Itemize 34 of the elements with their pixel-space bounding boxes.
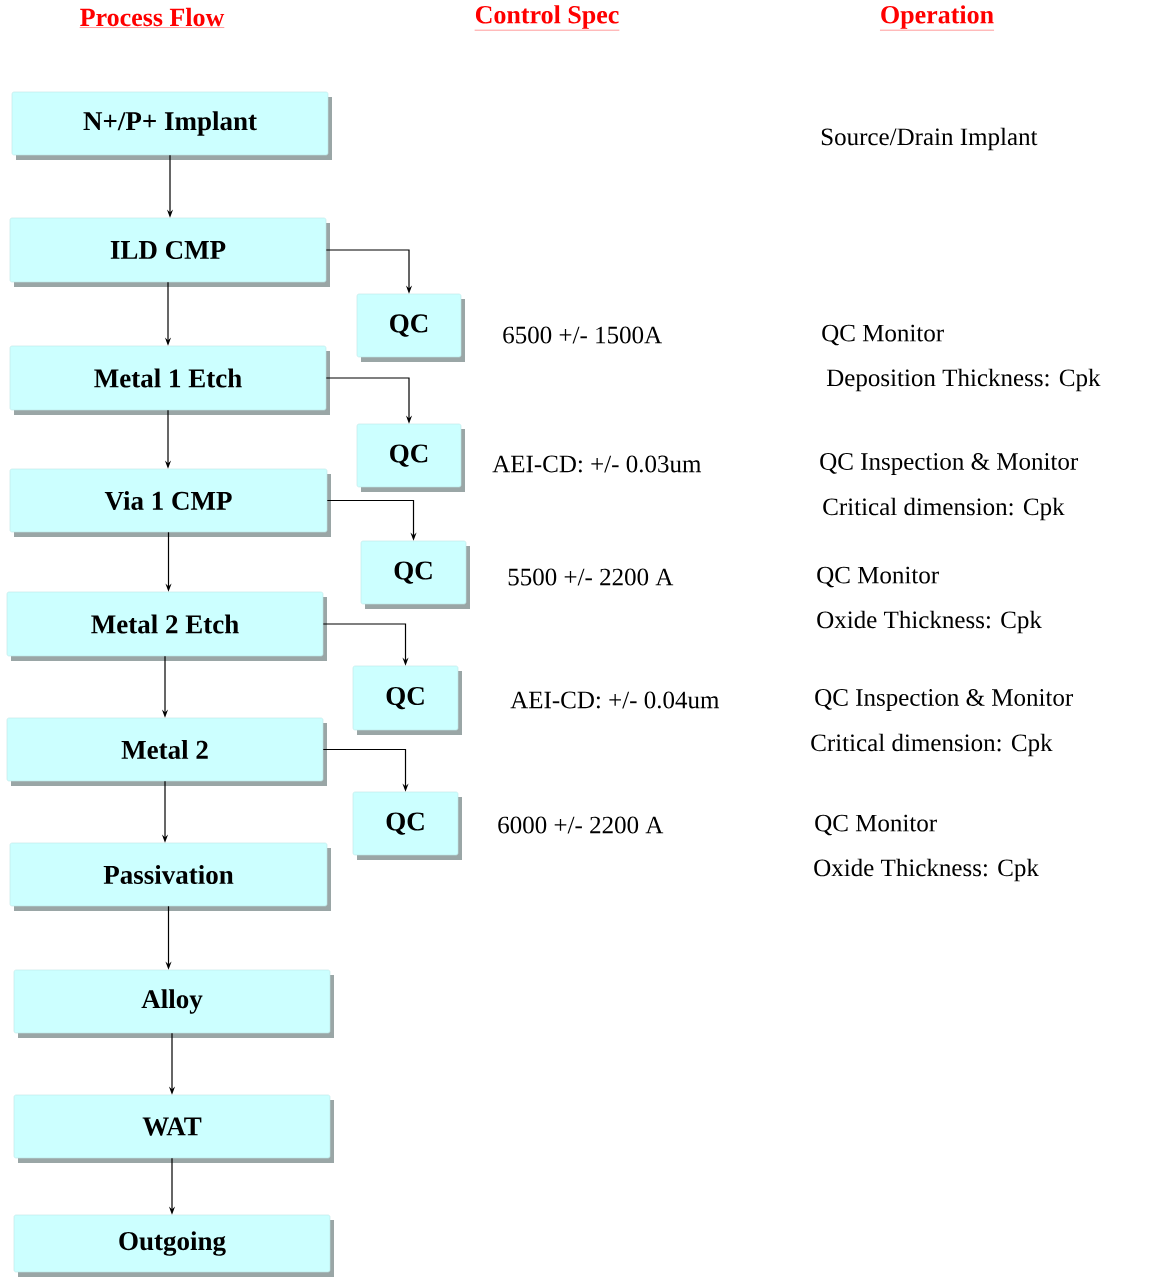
qc-box: QC <box>360 540 470 609</box>
qc-box: QC <box>352 665 462 735</box>
process-box: WAT <box>13 1094 334 1163</box>
operation-text: Oxide Thickness: Cpk <box>814 858 1039 882</box>
spec-text: AEI-CD: +/- 0.04um <box>510 691 720 709</box>
qc-box: QC <box>356 423 465 492</box>
operation-text: Source/Drain Implant <box>821 127 1038 151</box>
operation-text: Critical dimension: Cpk <box>823 497 1065 521</box>
spec-text: 5500 +/- 2200 A <box>508 568 674 586</box>
process-box: Via 1 CMP <box>9 468 331 537</box>
process-box: Metal 1 Etch <box>9 345 330 415</box>
operation-text: Oxide Thickness: Cpk <box>817 610 1042 634</box>
spec-text: AEI-CD: +/- 0.03um <box>492 455 702 473</box>
operation-text: QC Inspection & Monitor <box>815 689 1073 711</box>
spec-text: 6000 +/- 2200 A <box>498 816 664 834</box>
operation-text: QC Monitor <box>817 566 939 588</box>
process-box: ILD CMP <box>9 217 330 287</box>
operation-text: QC Monitor <box>815 814 937 836</box>
spec-text: 6500 +/- 1500A <box>503 326 662 344</box>
process-box: Alloy <box>13 969 334 1038</box>
qc-box: QC <box>356 293 465 362</box>
qc-box: QC <box>352 791 462 860</box>
process-box: Metal 2 Etch <box>6 591 327 661</box>
operation-text: Critical dimension: Cpk <box>811 733 1053 757</box>
column-heading: Operation <box>879 5 995 31</box>
process-box: Outgoing <box>13 1214 334 1277</box>
operation-text: QC Monitor <box>822 324 944 346</box>
process-box: Passivation <box>9 842 331 911</box>
process-box: N+/P+ Implant <box>11 91 332 160</box>
process-box: Metal 2 <box>6 717 327 786</box>
operation-text: QC Inspection & Monitor <box>820 453 1078 475</box>
column-heading: Process Flow <box>79 7 225 28</box>
column-heading: Control Spec <box>474 5 620 31</box>
operation-text: Deposition Thickness: Cpk <box>826 368 1101 392</box>
